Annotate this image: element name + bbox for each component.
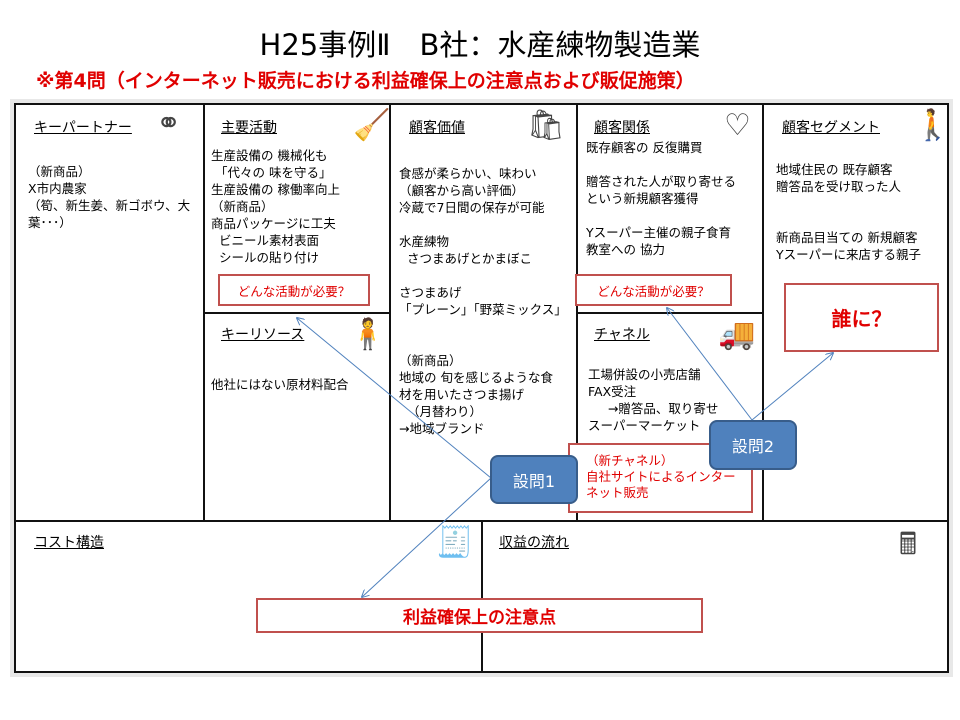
cost-structure-block: コスト構造 🧾 — [14, 520, 483, 673]
worker-icon: 🧹 — [353, 108, 391, 143]
block-body: 工場併設の小売店舗 FAX受注 →贈答品、取り寄せ スーパーマーケット — [588, 367, 719, 433]
block-body: 他社にはない原材料配合 — [211, 377, 349, 392]
block-body: 生産設備の 機械化も 「代々の 味を守る」 生産設備の 稼働率向上 （新商品） … — [211, 148, 340, 265]
profit-points-callout: 利益確保上の注意点 — [256, 598, 703, 633]
activities-needed-callout-2: どんな活動が必要？ — [575, 274, 732, 306]
gift-icon: 🛍 — [527, 108, 566, 143]
cash-register-icon: 🖩 — [899, 527, 917, 562]
revenue-streams-block: 収益の流れ 🖩 — [481, 520, 949, 673]
block-body: 既存顧客の 反復購買 贈答された人が取り寄せる という新規顧客獲得 Yスーパー主… — [586, 140, 737, 257]
person-icon: 🚶 — [914, 108, 952, 143]
block-body: （新商品） X市内農家 （筍、新生姜、新ゴボウ、大 葉･･･） — [28, 164, 191, 230]
business-model-canvas: キーパートナー ⚭ （新商品） X市内農家 （筍、新生姜、新ゴボウ、大 葉･･･… — [10, 99, 953, 677]
question-2-button[interactable]: 設問2 — [709, 420, 797, 470]
slide-subtitle: ※第4問（インターネット販売における利益確保上の注意点および販促施策） — [36, 70, 695, 92]
question-1-button[interactable]: 設問1 — [490, 455, 578, 504]
block-heading: コスト構造 — [34, 535, 104, 551]
block-heading: 顧客関係 — [594, 120, 650, 136]
block-body: 地域住民の 既存顧客 贈答品を受け取った人 新商品目当ての 新規顧客 Yスーパー… — [776, 162, 922, 262]
block-heading: チャネル — [594, 327, 650, 343]
key-resources-block: キーリソース 🧍 他社にはない原材料配合 — [203, 312, 391, 522]
to-whom-callout: 誰に？ — [784, 283, 939, 352]
block-heading: キーリソース — [221, 327, 305, 343]
receipt-icon: 🧾 — [436, 525, 474, 560]
block-heading: キーパートナー — [34, 120, 132, 136]
truck-icon: 🚚 — [718, 317, 756, 352]
rings-icon: ⚭ — [156, 106, 182, 141]
block-heading: 顧客セグメント — [782, 120, 880, 136]
heart-icon: ♡ — [724, 108, 751, 143]
block-heading: 収益の流れ — [499, 535, 569, 551]
block-heading: 顧客価値 — [409, 120, 465, 136]
block-heading: 主要活動 — [221, 120, 277, 136]
key-partners-block: キーパートナー ⚭ （新商品） X市内農家 （筍、新生姜、新ゴボウ、大 葉･･･… — [14, 103, 205, 522]
block-body: 食感が柔らかい、味わい （顧客から高い評価） 冷蔵で7日間の保存が可能 水産練物… — [399, 166, 567, 436]
new-channel-callout: （新チャネル） 自社サイトによるインター ネット販売 — [568, 443, 753, 513]
activities-needed-callout-1: どんな活動が必要？ — [218, 274, 370, 306]
slide-title: H25事例Ⅱ B社：水産練物製造業 — [259, 28, 701, 62]
worker-with-box-icon: 🧍 — [349, 317, 387, 352]
